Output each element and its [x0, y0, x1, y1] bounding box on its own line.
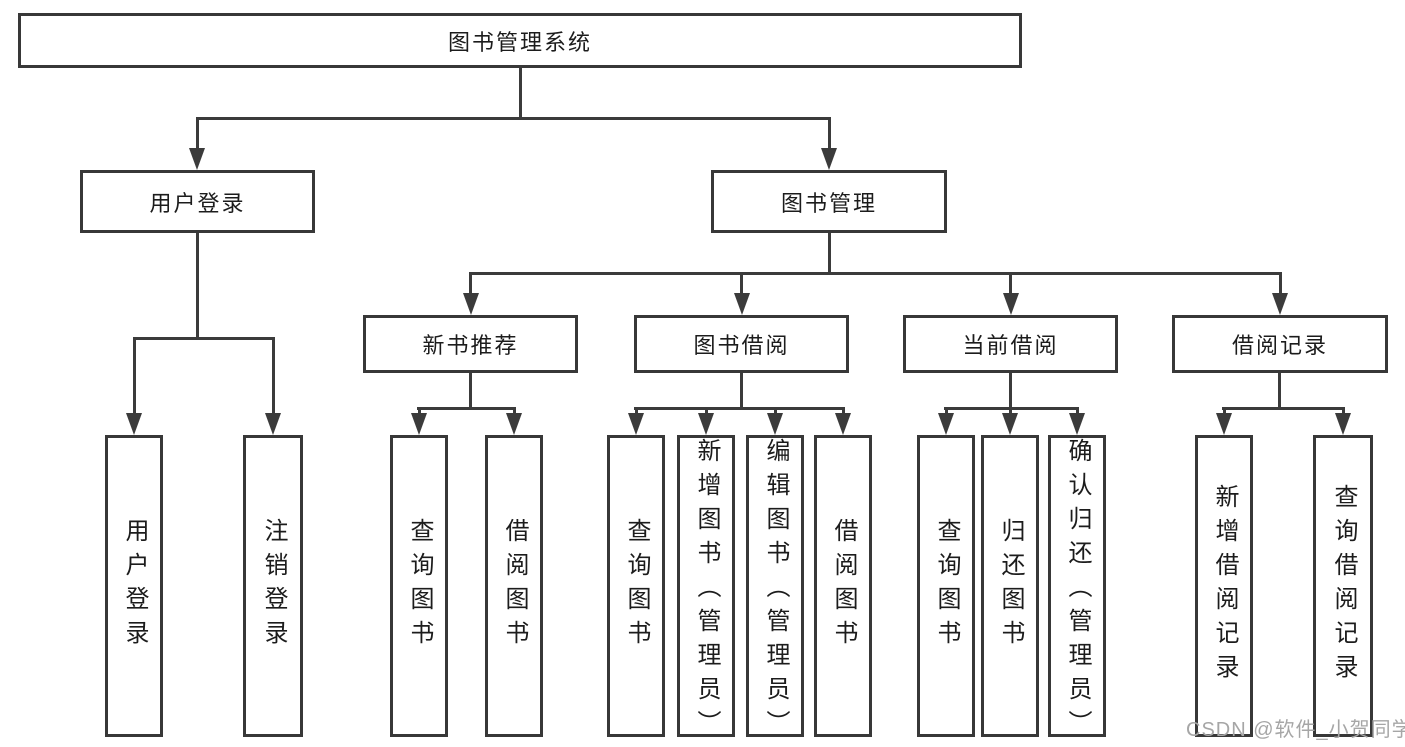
new-book-recommend-label: 新书推荐 [422, 333, 519, 358]
connector-userlogin-horizontal [133, 337, 274, 340]
connector-stub-cb-confirm [1076, 407, 1079, 416]
book-borrow-label: 图书借阅 [693, 333, 790, 358]
arrowhead-book-management [821, 148, 837, 170]
leaf-borrow-borrow-book: 借阅图书 [814, 435, 872, 737]
root-node-label: 图书管理系统 [447, 29, 592, 55]
connector-stub-bb-edit [774, 407, 777, 416]
leaf-user-login: 用户登录 [105, 435, 163, 737]
connector-stub-br-add [1223, 407, 1226, 416]
leaf-newbook-query-book-label: 查询图书 [406, 518, 433, 654]
leaf-borrow-query-book: 查询图书 [607, 435, 665, 737]
connector-stub-br-query [1342, 407, 1345, 416]
connector-stub-nb-query [418, 407, 421, 416]
connector-newbook-vertical [469, 373, 472, 410]
connector-root-vertical [519, 68, 522, 120]
arrowhead-borrow-record [1272, 293, 1288, 315]
leaf-record-query-record: 查询借阅记录 [1313, 435, 1373, 737]
connector-stub-new-book [469, 272, 472, 296]
connector-stub-user-login [196, 117, 199, 151]
arrowhead-cb-query [938, 413, 954, 435]
leaf-user-login-label: 用户登录 [121, 518, 148, 654]
leaf-record-query-record-label: 查询借阅记录 [1330, 484, 1357, 688]
arrowhead-cb-return [1002, 413, 1018, 435]
connector-bookmgmt-horizontal [469, 272, 1282, 275]
book-management-node-label: 图书管理 [780, 190, 877, 216]
connector-stub-bb-query [635, 407, 638, 416]
arrowhead-cb-confirm [1069, 413, 1085, 435]
connector-root-horizontal [196, 117, 831, 120]
connector-stub-bb-borrow [842, 407, 845, 416]
arrowhead-book-borrow [734, 293, 750, 315]
connector-bookborrow-vertical [740, 373, 743, 410]
leaf-logout-login: 注销登录 [243, 435, 303, 737]
arrowhead-bb-borrow [835, 413, 851, 435]
connector-bookborrow-horizontal [634, 407, 845, 410]
user-login-node: 用户登录 [80, 170, 315, 233]
arrowhead-leaf-user-login [126, 413, 142, 435]
connector-borrowrecord-vertical [1278, 373, 1281, 410]
leaf-current-return-book: 归还图书 [981, 435, 1039, 737]
book-borrow-node: 图书借阅 [634, 315, 849, 373]
connector-stub-cb-query [945, 407, 948, 416]
leaf-borrow-add-book-admin-label: 新增图书（管理员） [693, 438, 720, 744]
leaf-current-confirm-return-admin: 确认归还（管理员） [1048, 435, 1106, 744]
leaf-record-add-record: 新增借阅记录 [1195, 435, 1253, 737]
arrowhead-leaf-logout [265, 413, 281, 435]
arrowhead-new-book [463, 293, 479, 315]
leaf-current-query-book-label: 查询图书 [933, 518, 960, 654]
connector-newbook-horizontal [417, 407, 516, 410]
connector-stub-leaf-user-login [133, 337, 136, 417]
leaf-current-query-book: 查询图书 [917, 435, 975, 737]
connector-bookmgmt-vertical [828, 233, 831, 275]
connector-stub-book-management [828, 117, 831, 151]
csdn-watermark: CSDN @软件_小贺同学 [1186, 719, 1405, 741]
connector-currentborrow-vertical [1009, 373, 1012, 410]
current-borrow-label: 当前借阅 [962, 333, 1059, 358]
connector-stub-leaf-logout [272, 337, 275, 417]
arrowhead-br-add [1216, 413, 1232, 435]
arrowhead-br-query [1335, 413, 1351, 435]
connector-stub-cb-return [1009, 407, 1012, 416]
leaf-current-confirm-return-admin-label: 确认归还（管理员） [1064, 438, 1091, 744]
leaf-borrow-edit-book-admin-label: 编辑图书（管理员） [762, 438, 789, 744]
arrowhead-bb-query [628, 413, 644, 435]
connector-stub-borrow-record [1279, 272, 1282, 296]
current-borrow-node: 当前借阅 [903, 315, 1118, 373]
leaf-newbook-query-book: 查询图书 [390, 435, 448, 737]
connector-stub-current-borrow [1009, 272, 1012, 296]
borrow-record-label: 借阅记录 [1231, 333, 1328, 358]
connector-stub-bb-add [705, 407, 708, 416]
connector-stub-book-borrow [740, 272, 743, 296]
arrowhead-nb-query [411, 413, 427, 435]
book-management-node: 图书管理 [711, 170, 947, 233]
arrowhead-bb-edit [767, 413, 783, 435]
leaf-borrow-add-book-admin: 新增图书（管理员） [677, 435, 735, 744]
arrowhead-bb-add [698, 413, 714, 435]
leaf-record-add-record-label: 新增借阅记录 [1211, 484, 1238, 688]
connector-userlogin-vertical [196, 233, 199, 340]
leaf-borrow-edit-book-admin: 编辑图书（管理员） [746, 435, 804, 744]
arrowhead-current-borrow [1003, 293, 1019, 315]
leaf-borrow-query-book-label: 查询图书 [623, 518, 650, 654]
leaf-newbook-borrow-book-label: 借阅图书 [501, 518, 528, 654]
connector-stub-nb-borrow [513, 407, 516, 416]
arrowhead-nb-borrow [506, 413, 522, 435]
arrowhead-user-login [189, 148, 205, 170]
borrow-record-node: 借阅记录 [1172, 315, 1388, 373]
root-node: 图书管理系统 [18, 13, 1022, 68]
leaf-logout-login-label: 注销登录 [260, 518, 287, 654]
leaf-newbook-borrow-book: 借阅图书 [485, 435, 543, 737]
connector-borrowrecord-horizontal [1222, 407, 1345, 410]
user-login-node-label: 用户登录 [149, 190, 246, 216]
new-book-recommend-node: 新书推荐 [363, 315, 578, 373]
leaf-borrow-borrow-book-label: 借阅图书 [830, 518, 857, 654]
leaf-current-return-book-label: 归还图书 [997, 518, 1024, 654]
